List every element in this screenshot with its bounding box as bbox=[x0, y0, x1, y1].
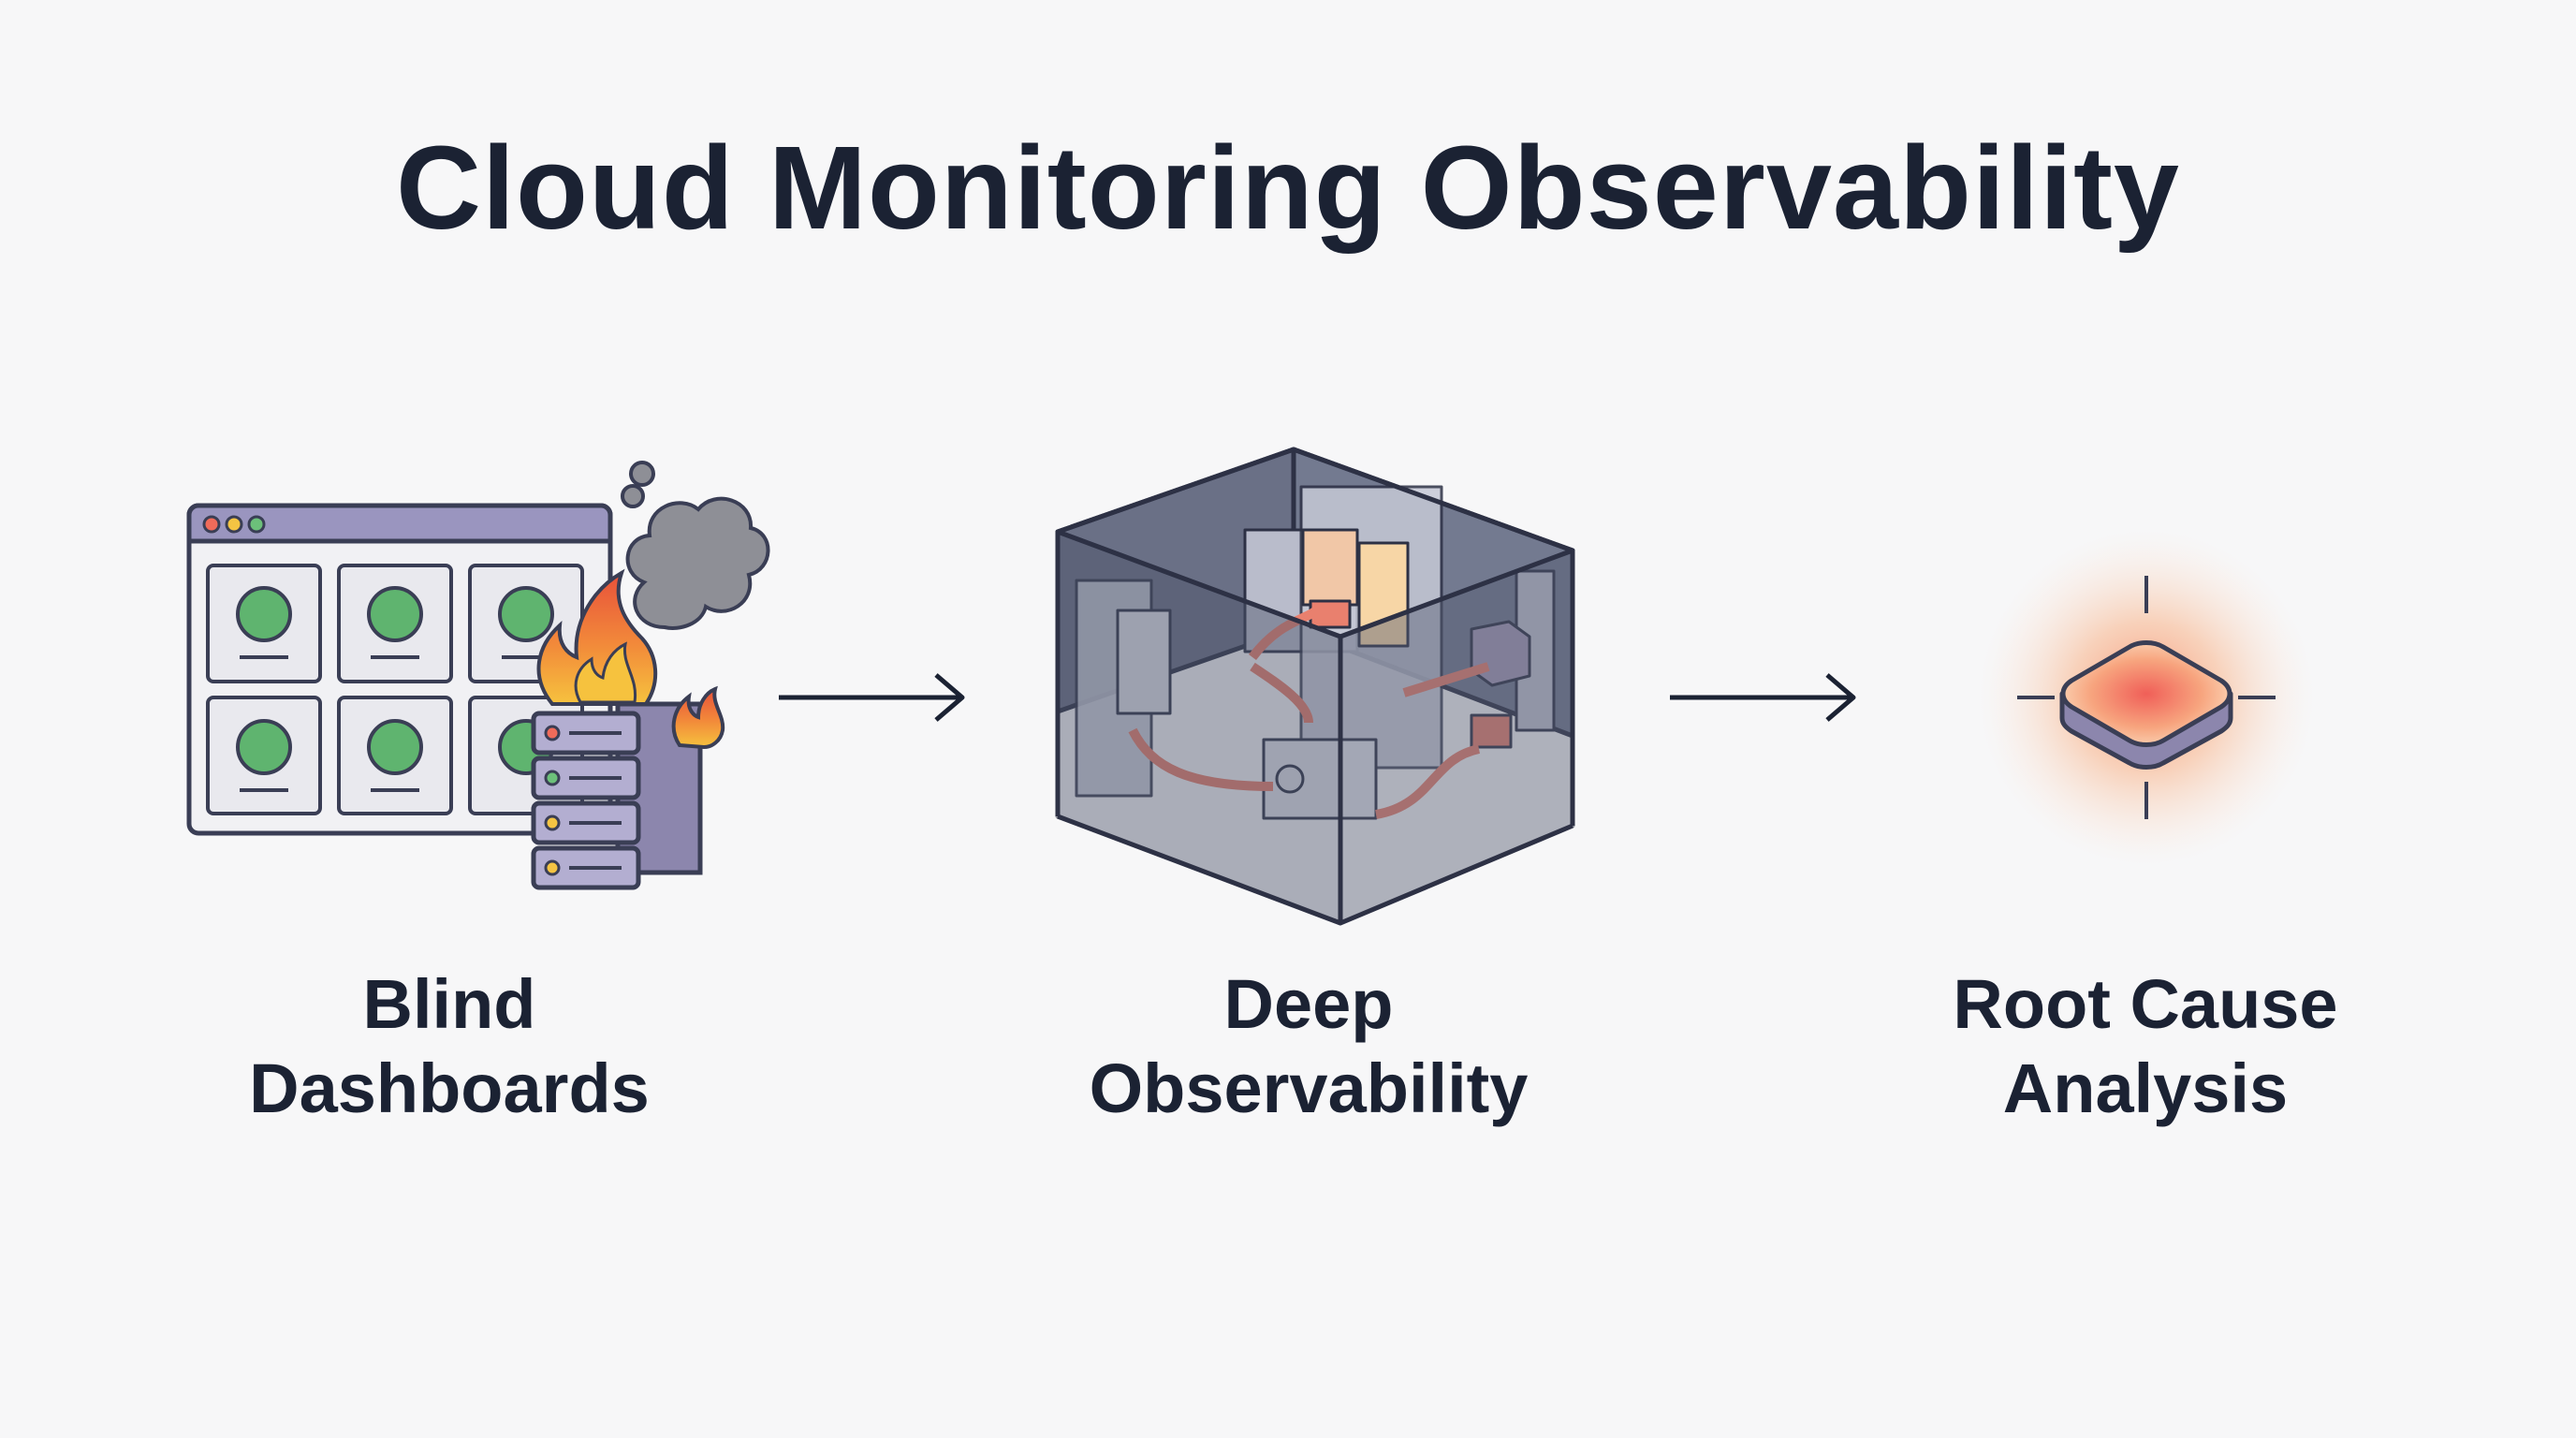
crosshair-icon bbox=[2017, 576, 2276, 819]
window-control-yellow-icon bbox=[225, 515, 243, 534]
stage-label-line: Analysis bbox=[2002, 1049, 2289, 1127]
stage-label-line: Root Cause bbox=[1953, 965, 2338, 1043]
window-control-green-icon bbox=[247, 515, 266, 534]
stage-label-deep-observability: Deep Observability bbox=[1028, 962, 1589, 1131]
root-cause-illustration bbox=[1978, 529, 2315, 866]
deep-observability-illustration bbox=[1055, 447, 1575, 926]
diagram-title: Cloud Monitoring Observability bbox=[395, 122, 2181, 254]
stage-label-line: Dashboards bbox=[249, 1049, 650, 1127]
stage-label-line: Deep bbox=[1223, 965, 1394, 1043]
smoke-icon bbox=[621, 461, 770, 630]
flow-arrow-2 bbox=[1670, 673, 1856, 722]
fire-icon bbox=[536, 568, 725, 750]
blind-dashboards-illustration bbox=[186, 461, 770, 890]
stage-label-line: Blind bbox=[362, 965, 536, 1043]
stage-label-root-cause-analysis: Root Cause Analysis bbox=[1865, 962, 2426, 1131]
flow-arrow-1 bbox=[779, 673, 965, 722]
root-cause-node-icon bbox=[2059, 640, 2233, 770]
server-icon bbox=[531, 701, 703, 890]
window-control-red-icon bbox=[202, 515, 221, 534]
stage-label-line: Observability bbox=[1089, 1049, 1529, 1127]
stage-label-blind-dashboards: Blind Dashboards bbox=[168, 962, 730, 1131]
